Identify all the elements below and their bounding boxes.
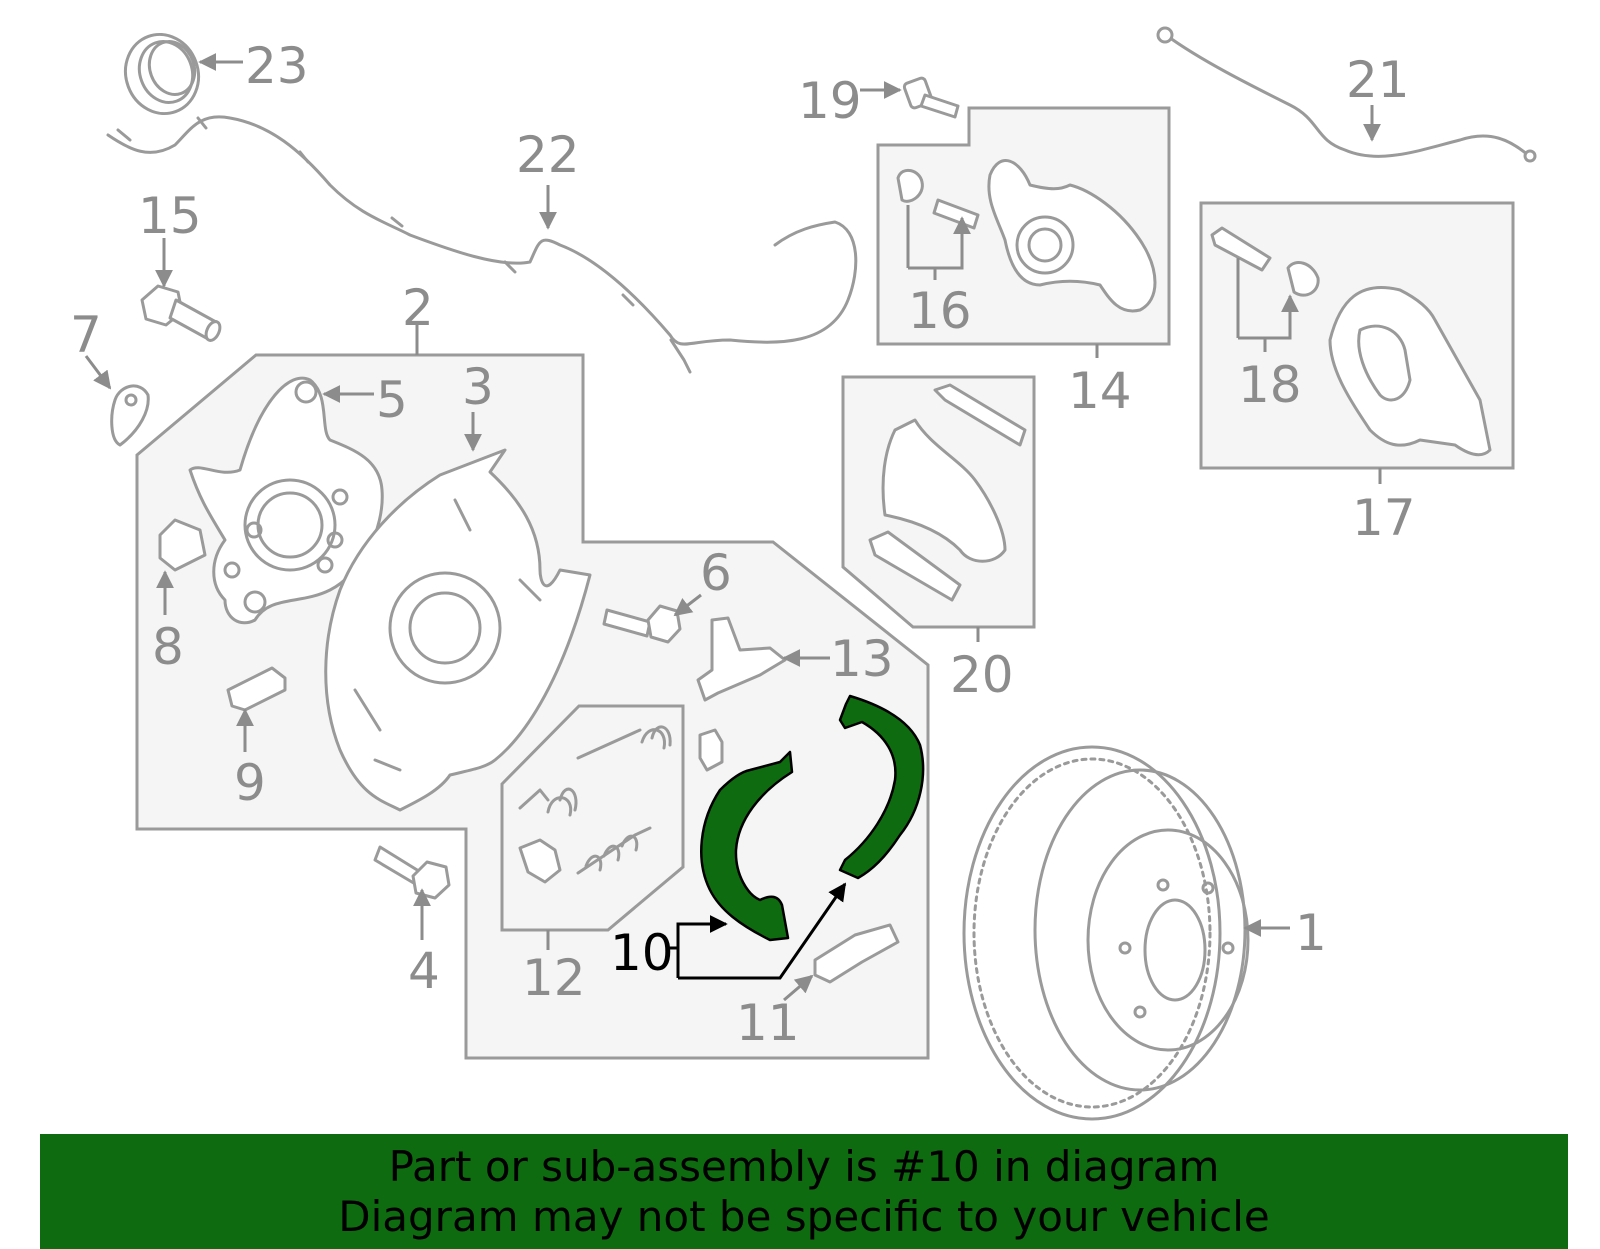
abs-harness-part (106, 115, 858, 346)
callout-7: 7 (70, 306, 102, 364)
clip-9-part (226, 666, 287, 712)
adjuster-13-part (696, 616, 787, 702)
callout-23: 23 (245, 37, 309, 95)
callout-17: 17 (1352, 489, 1416, 547)
callout-6: 6 (700, 544, 732, 602)
sensor-11-part (813, 923, 900, 984)
bolt-19-part (902, 76, 960, 119)
caliper-bracket-part (1210, 226, 1492, 457)
callout-12: 12 (522, 949, 586, 1007)
parking-brake-shoes-part (700, 694, 925, 942)
rotor-part (962, 745, 1250, 1121)
clip-7-part (110, 384, 150, 447)
backing-plate-part (324, 448, 592, 812)
callout-19: 19 (798, 72, 862, 130)
callout-21: 21 (1346, 51, 1410, 109)
abs-sensor-wire-part (1164, 33, 1530, 158)
callout-15: 15 (138, 187, 202, 245)
bolt-15-part (140, 284, 222, 342)
bolt-6-part (602, 604, 682, 644)
callout-16: 16 (908, 282, 972, 340)
callout-2: 2 (402, 279, 434, 337)
callout-9: 9 (234, 754, 266, 812)
callout-14: 14 (1068, 362, 1132, 420)
info-banner: Part or sub-assembly is #10 in diagram D… (40, 1134, 1568, 1249)
callout-13: 13 (830, 630, 894, 688)
bolt-4-part (373, 845, 451, 900)
callout-10: 10 (610, 924, 674, 982)
spring-hardware-part (518, 725, 724, 884)
callout-5: 5 (376, 371, 408, 429)
banner-part-line: Part or sub-assembly is #10 in diagram (388, 1141, 1220, 1191)
callout-11: 11 (736, 994, 800, 1052)
callout-1: 1 (1295, 904, 1327, 962)
banner-disclaimer-line: Diagram may not be specific to your vehi… (338, 1191, 1270, 1241)
clip-8-part (158, 518, 207, 572)
callout-22: 22 (516, 126, 580, 184)
brake-pads-part (868, 383, 1027, 602)
callout-4: 4 (408, 942, 440, 1000)
callout-18: 18 (1238, 356, 1302, 414)
callout-8: 8 (152, 618, 184, 676)
callout-20: 20 (950, 646, 1014, 704)
callout-3: 3 (462, 358, 494, 416)
seal-ring-part (124, 32, 200, 116)
